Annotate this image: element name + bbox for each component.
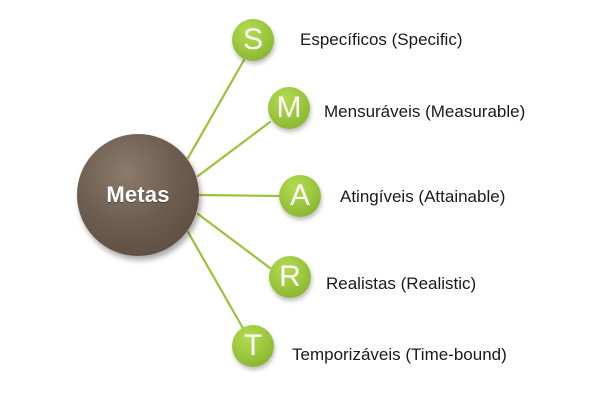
connector-a	[198, 193, 282, 198]
node-letter-a: A	[289, 179, 310, 212]
connector-t	[186, 230, 246, 332]
node-label-attainable: Atingíveis (Attainable)	[340, 187, 506, 206]
node-letter-m: M	[276, 91, 302, 124]
node-time-bound-circle: T	[232, 325, 274, 367]
node-label-realistic: Realistas (Realistic)	[326, 274, 477, 293]
node-label-specific: Específicos (Specific)	[300, 30, 463, 49]
node-measurable-circle: M	[268, 87, 310, 129]
connector-s	[186, 58, 246, 160]
node-label-measurable: Mensuráveis (Measurable)	[324, 102, 526, 121]
metas-hub-circle: Metas	[77, 134, 199, 256]
node-specific-circle: S	[232, 19, 274, 61]
connector-r	[196, 212, 272, 270]
node-label-time-bound: Temporizáveis (Time-bound)	[292, 345, 507, 364]
node-attainable-circle: A	[279, 175, 321, 217]
node-realistic-circle: R	[269, 256, 311, 298]
connector-m	[196, 120, 272, 178]
hub-label: Metas	[106, 182, 170, 207]
node-letter-t: T	[243, 329, 263, 362]
node-letter-s: S	[242, 23, 263, 56]
node-letter-r: R	[279, 260, 301, 293]
